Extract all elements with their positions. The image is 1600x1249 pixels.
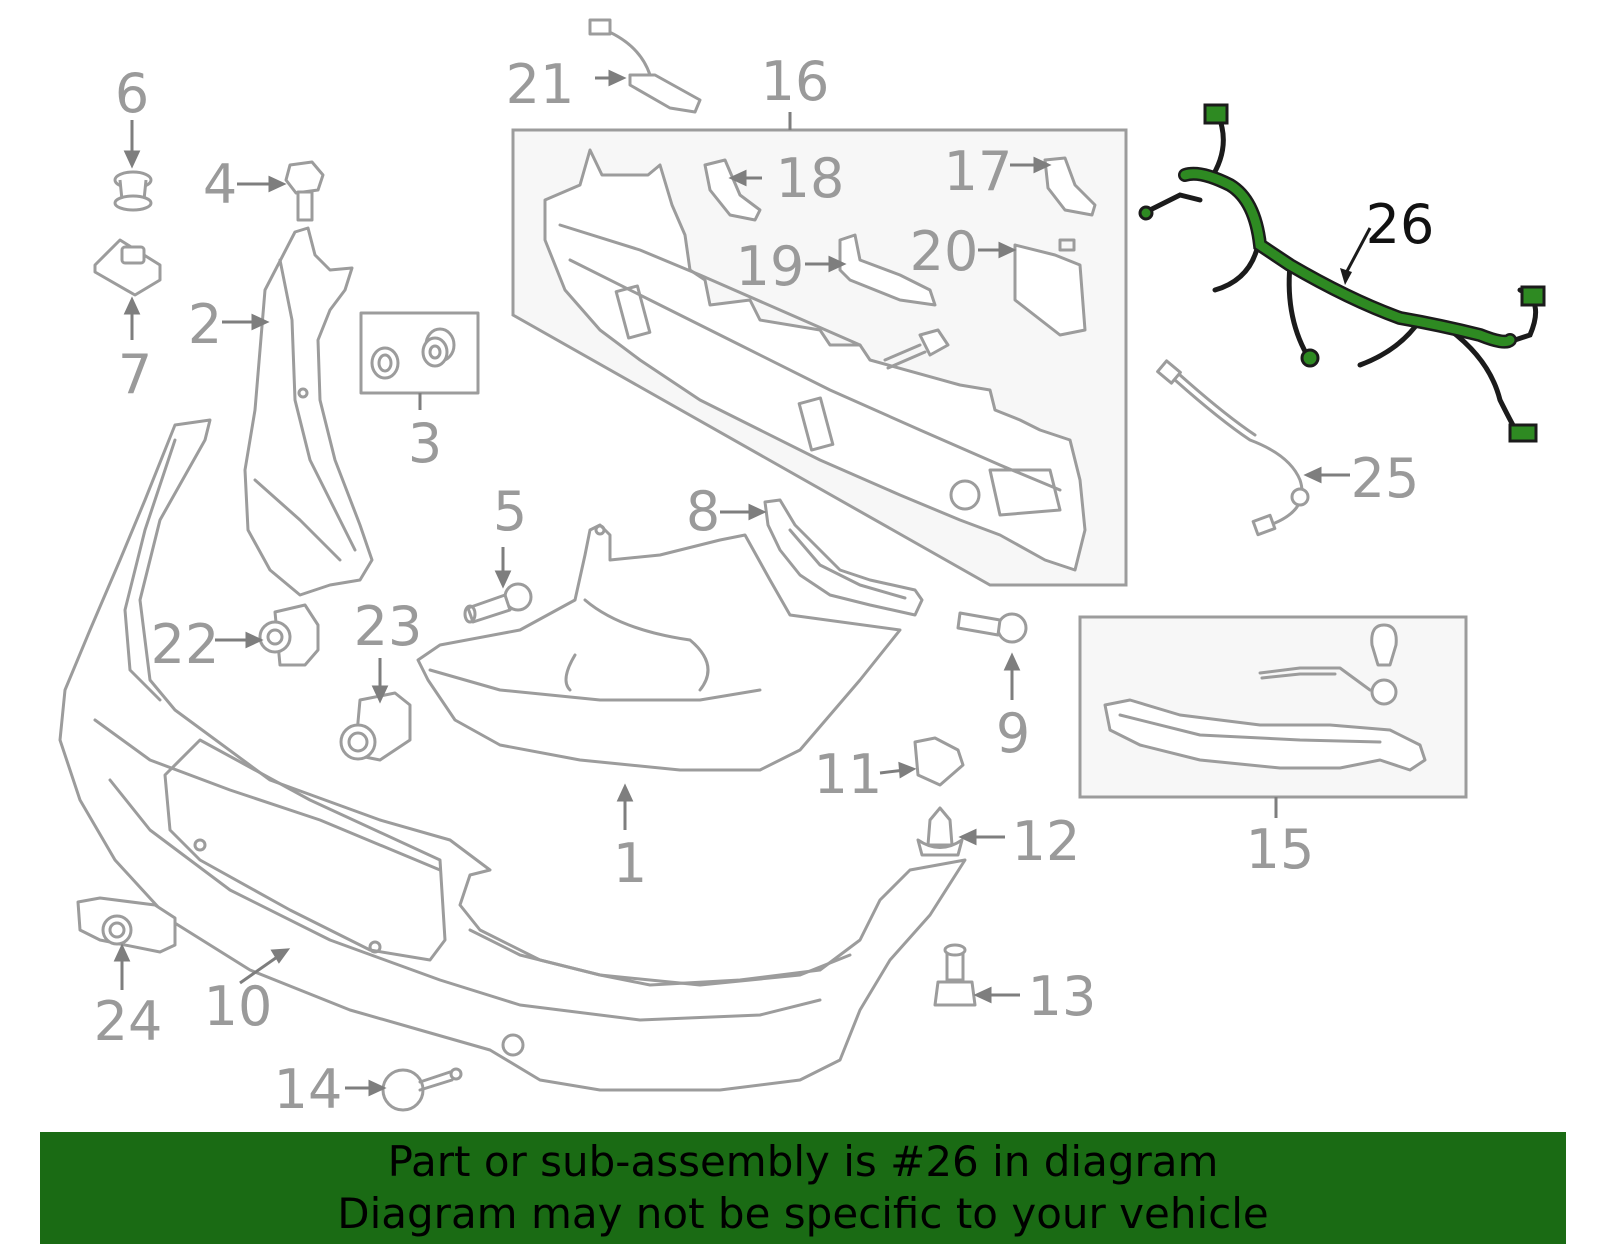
label-18: 18 [776,147,845,210]
part-25-sensor-wire[interactable] [1156,359,1310,537]
info-banner: Part or sub-assembly is #26 in diagram D… [40,1132,1566,1244]
label-1: 1 [613,832,647,895]
banner-line-part: Part or sub-assembly is #26 in diagram [387,1137,1219,1186]
label-4: 4 [203,153,237,216]
part-26-wiring-harness[interactable] [1138,103,1546,443]
label-12: 12 [1012,810,1081,873]
label-3: 3 [408,412,442,475]
part-2-side-bracket[interactable] [243,226,374,597]
part-23-sensor[interactable] [339,691,412,762]
banner-line-disclaimer: Diagram may not be specific to your vehi… [337,1189,1269,1238]
label-20: 20 [910,220,979,283]
label-23: 23 [354,595,423,658]
label-10: 10 [204,975,273,1038]
label-16: 16 [761,50,830,113]
label-26: 26 [1366,193,1435,256]
part-10-bumper-cover[interactable] [58,418,967,1092]
label-22: 22 [151,613,220,676]
label-6: 6 [115,62,149,125]
part-14-grommet[interactable] [381,1067,463,1112]
label-17: 17 [944,140,1013,203]
label-9: 9 [996,702,1030,765]
part-3-fastener-box[interactable] [359,311,480,410]
part-6-clip[interactable] [113,170,153,212]
part-21-bracket[interactable] [588,18,702,114]
label-21: 21 [506,53,575,116]
part-11-clip[interactable] [913,736,965,787]
part-8-bracket[interactable] [763,498,924,617]
part-7-nut-clip[interactable] [93,238,162,297]
label-13: 13 [1028,965,1097,1028]
label-25: 25 [1351,447,1420,510]
leader-arrows [113,69,1350,1097]
label-15: 15 [1246,818,1315,881]
label-14: 14 [274,1058,343,1121]
part-4-bolt[interactable] [284,160,325,222]
part-1-lower-cover[interactable] [416,523,902,772]
label-2: 2 [188,293,222,356]
label-7: 7 [118,343,152,406]
part-24-sensor-bracket[interactable] [76,896,177,954]
label-24: 24 [94,990,163,1053]
part-16-assembly-box[interactable] [511,112,1128,587]
part-22-sensor[interactable] [258,603,320,667]
part-13-bolt[interactable] [933,943,977,1007]
label-5: 5 [493,480,527,543]
label-11: 11 [814,743,883,806]
part-5-bolt[interactable] [463,582,533,624]
part-12-push-pin[interactable] [916,806,964,857]
part-9-bolt[interactable] [956,611,1028,644]
label-19: 19 [736,235,805,298]
label-8: 8 [686,480,720,543]
part-15-assembly-box[interactable] [1078,615,1468,818]
callout-labels: 6 7 4 2 3 5 8 9 1 10 11 12 13 14 15 16 1… [94,50,1435,1121]
